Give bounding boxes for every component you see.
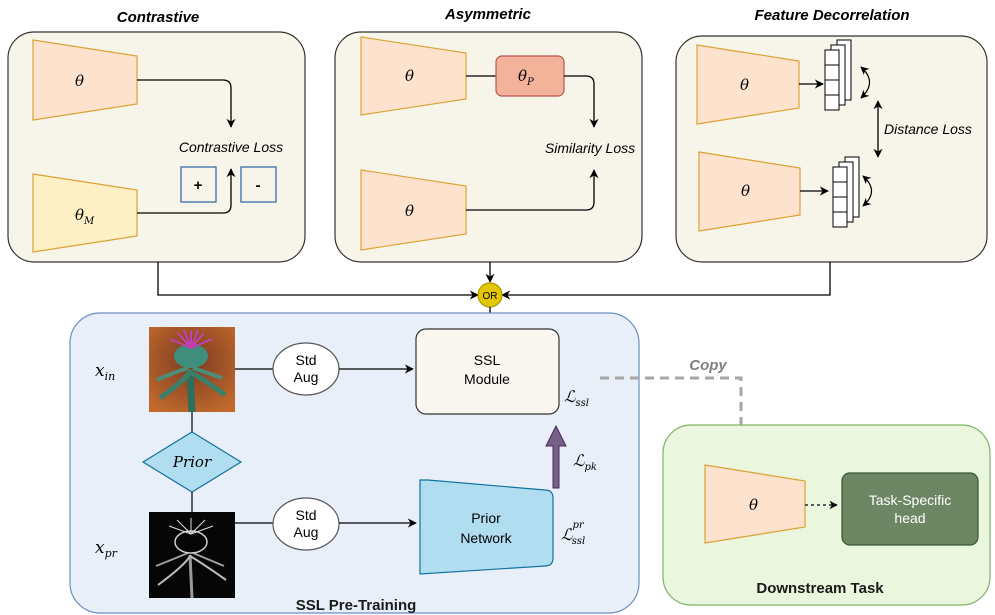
head-line1: Task-Specific — [869, 492, 951, 508]
contrastive-panel: θ θM Contrastive Loss + - — [7, 31, 306, 263]
theta-label: θ — [741, 182, 750, 200]
std-aug-node — [272, 497, 340, 551]
encoder-theta-m — [32, 173, 138, 253]
plus-sign: + — [194, 177, 203, 194]
positive-box — [180, 166, 217, 203]
circular-arrow-icon — [862, 175, 873, 207]
std-aug-line2: Aug — [294, 524, 319, 540]
prior-knowledge-arrow — [545, 424, 567, 489]
downstream-panel: θ Task-Specific head Downstream Task — [662, 424, 991, 606]
pretraining-title: SSL Pre-Training — [296, 597, 417, 614]
prior-network-shape — [419, 479, 554, 575]
encoder-theta — [696, 44, 800, 125]
prior-network-line1: Prior — [471, 510, 501, 526]
projector-box — [495, 55, 565, 97]
encoder-theta — [698, 151, 801, 232]
contrastive-title: Contrastive — [117, 9, 200, 26]
or-connector: OR — [157, 262, 831, 328]
distance-loss-label: Distance Loss — [884, 121, 972, 137]
minus-sign: - — [256, 177, 261, 194]
prior-network-line2: Network — [460, 530, 512, 546]
similarity-loss-label: Similarity Loss — [545, 140, 635, 156]
copy-arrow — [600, 376, 749, 455]
std-aug-line1: Std — [295, 507, 316, 523]
theta-label: θ — [405, 202, 414, 220]
decorrelation-title: Feature Decorrelation — [754, 7, 909, 24]
head-line2: head — [894, 510, 925, 526]
or-label: OR — [483, 291, 498, 302]
copy-label: Copy — [689, 357, 727, 374]
theta-label: θ — [405, 67, 414, 85]
std-aug-line2: Aug — [294, 369, 319, 385]
pretraining-panel: SSL Pre-Training xin Prior — [69, 312, 640, 614]
feature-matrix-bottom — [832, 156, 860, 228]
theta-label: θ — [740, 76, 749, 94]
std-aug-line1: Std — [295, 352, 316, 368]
ssl-module-line1: SSL — [474, 352, 501, 368]
task-specific-head — [841, 472, 979, 546]
flower-grayscale-image — [149, 512, 235, 599]
feature-matrix-top — [824, 39, 852, 111]
negative-box — [240, 166, 277, 203]
decorrelation-panel: θ Distance Loss θ — [675, 35, 988, 263]
ssl-module-box — [415, 328, 560, 415]
circular-arrow-icon — [860, 66, 871, 99]
theta-label: θ — [75, 72, 84, 90]
contrastive-loss-label: Contrastive Loss — [179, 139, 283, 155]
theta-label: θ — [749, 496, 758, 514]
encoder-theta — [32, 39, 138, 121]
encoder-theta — [360, 36, 467, 116]
encoder-theta — [360, 169, 467, 251]
encoder-theta — [704, 464, 806, 544]
asymmetric-panel: θ θP Similarity Loss θ — [334, 31, 643, 263]
asymmetric-title: Asymmetric — [444, 6, 532, 23]
downstream-title: Downstream Task — [756, 580, 884, 597]
ssl-module-line2: Module — [464, 371, 510, 387]
prior-label: Prior — [172, 453, 212, 471]
flower-color-image — [149, 327, 235, 413]
